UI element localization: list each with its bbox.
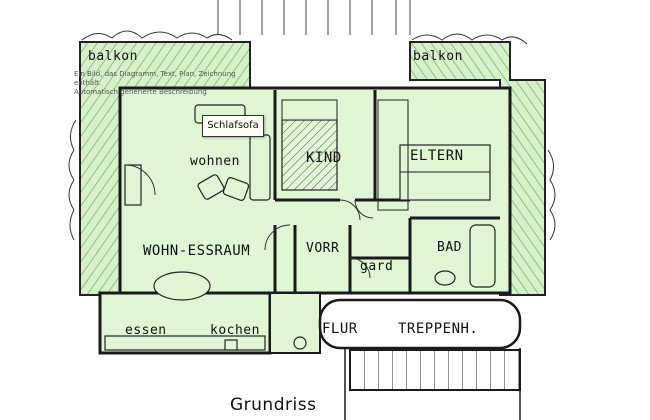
label-eltern: ELTERN [410, 148, 464, 164]
flur-treppenhaus [318, 298, 522, 420]
kitchen-counter [104, 335, 307, 351]
label-flur: FLUR [322, 321, 358, 337]
label-kind: KIND [306, 150, 342, 166]
label-treppenh: TREPPENH. [398, 321, 478, 337]
label-wohn-essraum: WOHN-ESSRAUM [143, 243, 250, 259]
living-furniture [124, 104, 271, 301]
label-essen: essen [125, 323, 167, 338]
kind-bed [281, 99, 338, 191]
label-gard: gard [360, 259, 393, 274]
label-balkon-right: balkon [413, 49, 463, 64]
label-balkon-left: balkon [88, 49, 138, 64]
tooltip-schlafsofa: Schlafsofa [202, 115, 264, 137]
door-arcs [124, 164, 374, 279]
label-kochen: kochen [210, 323, 260, 338]
interior-walls [273, 90, 500, 293]
alt-text-line1: Ein Bild, das Diagramm, Text, Plan, Zeic… [74, 70, 236, 87]
alt-text-line2: Automatisch generierte Beschreibung [74, 88, 207, 96]
eltern-bed [377, 99, 491, 211]
top-stair-lines [217, 0, 411, 35]
label-wohnen: wohnen [190, 154, 240, 169]
label-vorr: VORR [306, 241, 339, 256]
bath-fixtures [434, 224, 496, 288]
caption-grundriss: Grundriss [230, 395, 317, 415]
alt-text-overlay: Ein Bild, das Diagramm, Text, Plan, Zeic… [74, 70, 244, 97]
label-bad: BAD [437, 240, 462, 255]
